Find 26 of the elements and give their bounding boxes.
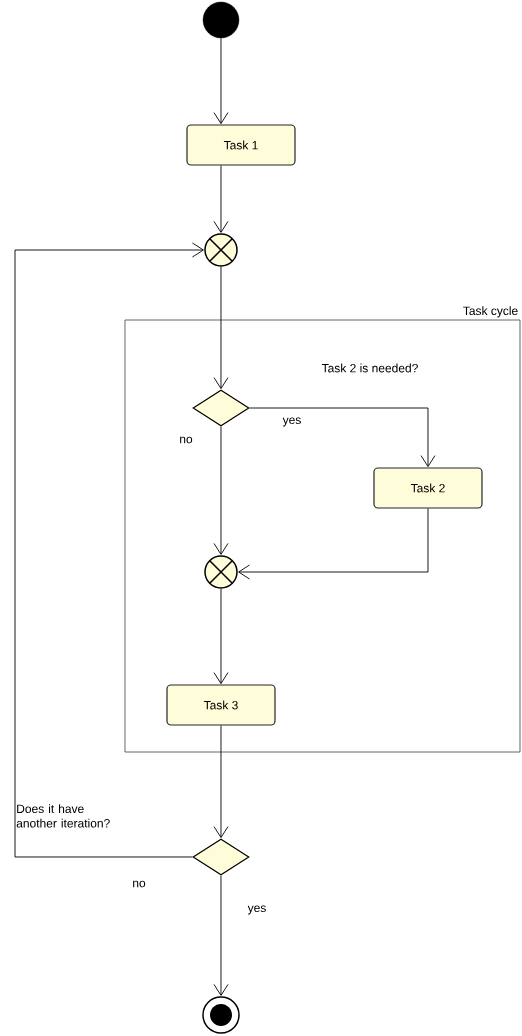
question-label: Task 2 is needed?	[321, 363, 418, 373]
end-node	[202, 996, 240, 1034]
edge-label: yes	[281, 416, 303, 428]
node-label: Task cycle	[463, 306, 518, 318]
decision-diamond	[192, 389, 250, 427]
arrow	[213, 37, 229, 124]
edge-label: no	[178, 435, 194, 445]
arrow	[213, 875, 229, 996]
merge-node	[204, 555, 238, 589]
action-box: Task 3	[166, 684, 276, 726]
arrow	[213, 165, 229, 233]
arrow	[213, 426, 229, 555]
decision-diamond	[192, 838, 250, 876]
arrow	[213, 588, 229, 684]
edge-label: yes	[246, 904, 268, 916]
arrow	[249, 407, 436, 467]
arrow	[14, 242, 204, 858]
question-label: Does it have another iteration?	[16, 804, 110, 828]
merge-node	[204, 233, 238, 267]
arrow	[213, 725, 229, 838]
action-box: Task 1	[186, 124, 296, 166]
start-node	[202, 1, 240, 39]
arrow	[213, 266, 229, 389]
edge-label: no	[131, 879, 147, 889]
action-box: Task 2	[373, 467, 483, 509]
arrow	[238, 508, 429, 580]
